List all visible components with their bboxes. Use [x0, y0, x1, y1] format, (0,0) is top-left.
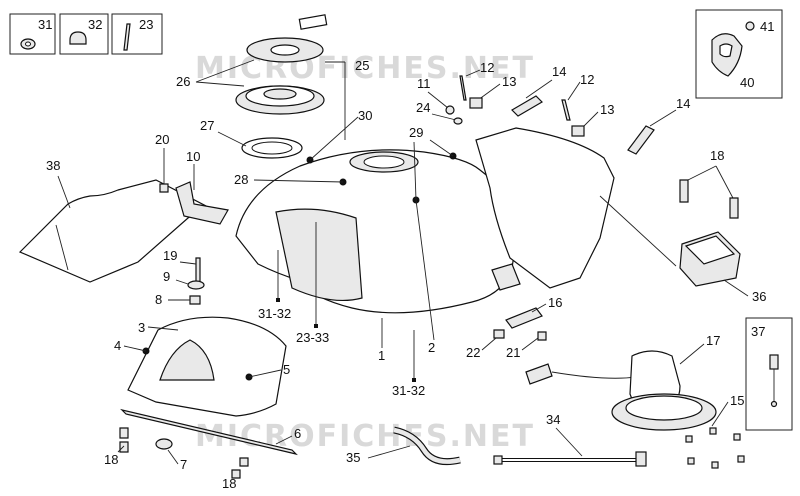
label-13-a: 13 — [502, 74, 516, 89]
label-16: 16 — [548, 295, 562, 310]
label-41: 41 — [760, 19, 774, 34]
box-31: 31 — [9, 13, 56, 55]
label-38: 38 — [46, 158, 60, 173]
part-17-fuel-pump: 17 — [525, 333, 720, 431]
part-34-line: 34 — [493, 412, 647, 467]
label-18-bottom: 18 — [222, 476, 236, 491]
label-14-a: 14 — [552, 64, 566, 79]
part-24-washer: 24 — [416, 100, 463, 125]
part-18-screws-bottom: 18 — [222, 457, 249, 491]
label-40: 40 — [740, 75, 754, 90]
part-15-screws: 15 — [685, 393, 745, 469]
label-8: 8 — [155, 292, 162, 307]
label-22: 22 — [466, 345, 480, 360]
box-40-41: 41 40 — [695, 9, 783, 99]
label-7: 7 — [180, 457, 187, 472]
label-19: 19 — [163, 248, 177, 263]
part-14-clip-a: 14 — [511, 64, 566, 117]
label-24: 24 — [416, 100, 430, 115]
label-18-left: 18 — [104, 452, 118, 467]
part-35-hose: 35 — [346, 426, 461, 466]
label-14-b: 14 — [676, 96, 690, 111]
label-ref-23-33: 23-33 — [296, 330, 329, 345]
label-12-b: 12 — [580, 72, 594, 87]
box-23: 23 — [111, 13, 163, 55]
label-27: 27 — [200, 118, 214, 133]
part-2-side-cover — [475, 127, 615, 291]
label-23: 23 — [139, 17, 153, 32]
part-11-screw: 11 — [417, 76, 455, 115]
part-22-nut: 22 — [466, 329, 505, 360]
part-7-grommet: 7 — [155, 438, 187, 472]
label-1: 1 — [378, 348, 385, 363]
box-32: 32 — [59, 13, 109, 55]
part-14-clip-b: 14 — [627, 96, 690, 155]
watermark-bottom: MICROFICHES.NET — [195, 419, 535, 454]
part-13-spacer-a: 13 — [469, 74, 516, 109]
label-34: 34 — [546, 412, 560, 427]
part-38-mat: 38 — [18, 158, 208, 283]
label-30: 30 — [358, 108, 372, 123]
label-35: 35 — [346, 450, 360, 465]
part-8-grommet: 8 — [155, 292, 201, 307]
label-2: 2 — [428, 340, 435, 355]
label-12-a: 12 — [480, 60, 494, 75]
part-12-bolt-a: 12 — [459, 60, 494, 101]
label-10: 10 — [186, 149, 200, 164]
label-18-right: 18 — [710, 148, 724, 163]
label-6: 6 — [294, 426, 301, 441]
part-18-bolts-right: 18 — [679, 148, 739, 219]
part-21-screw: 21 — [506, 331, 547, 360]
label-21: 21 — [506, 345, 520, 360]
part-13-spacer-b: 13 — [571, 102, 614, 137]
label-13-b: 13 — [600, 102, 614, 117]
label-26: 26 — [176, 74, 190, 89]
label-5: 5 — [283, 362, 290, 377]
label-32: 32 — [88, 17, 102, 32]
label-15: 15 — [730, 393, 744, 408]
label-3: 3 — [138, 320, 145, 335]
part-1-fuel-tank — [235, 149, 519, 314]
label-28: 28 — [234, 172, 248, 187]
label-25: 25 — [355, 58, 369, 73]
part-10-bracket: 10 — [175, 149, 229, 225]
part-16-plate: 16 — [505, 295, 562, 329]
part-12-bolt-b: 12 — [561, 72, 594, 121]
part-3-lower-cover: 3 4 5 — [114, 316, 290, 417]
label-17: 17 — [706, 333, 720, 348]
label-ref-31-32-b: 31-32 — [392, 383, 425, 398]
box-37: 37 — [745, 317, 793, 431]
label-ref-31-32-a: 31-32 — [258, 306, 291, 321]
part-25-cap-plate: 25 — [246, 14, 369, 140]
label-9: 9 — [163, 269, 170, 284]
label-36: 36 — [752, 289, 766, 304]
part-18-screws-left: 18 — [104, 427, 129, 467]
part-6-strip: 6 — [120, 408, 301, 456]
label-20: 20 — [155, 132, 169, 147]
part-9-washer: 9 — [163, 269, 205, 290]
part-26-cap-ring: 26 — [176, 59, 325, 115]
part-36-control-unit: 36 — [599, 195, 766, 304]
watermark-top: MICROFICHES.NET — [195, 51, 535, 86]
part-27-gasket: 27 — [200, 118, 303, 159]
label-31: 31 — [38, 17, 52, 32]
label-4: 4 — [114, 338, 121, 353]
label-11: 11 — [417, 76, 431, 91]
label-29: 29 — [409, 125, 423, 140]
part-20-screw: 20 — [155, 132, 169, 193]
label-37: 37 — [751, 324, 765, 339]
